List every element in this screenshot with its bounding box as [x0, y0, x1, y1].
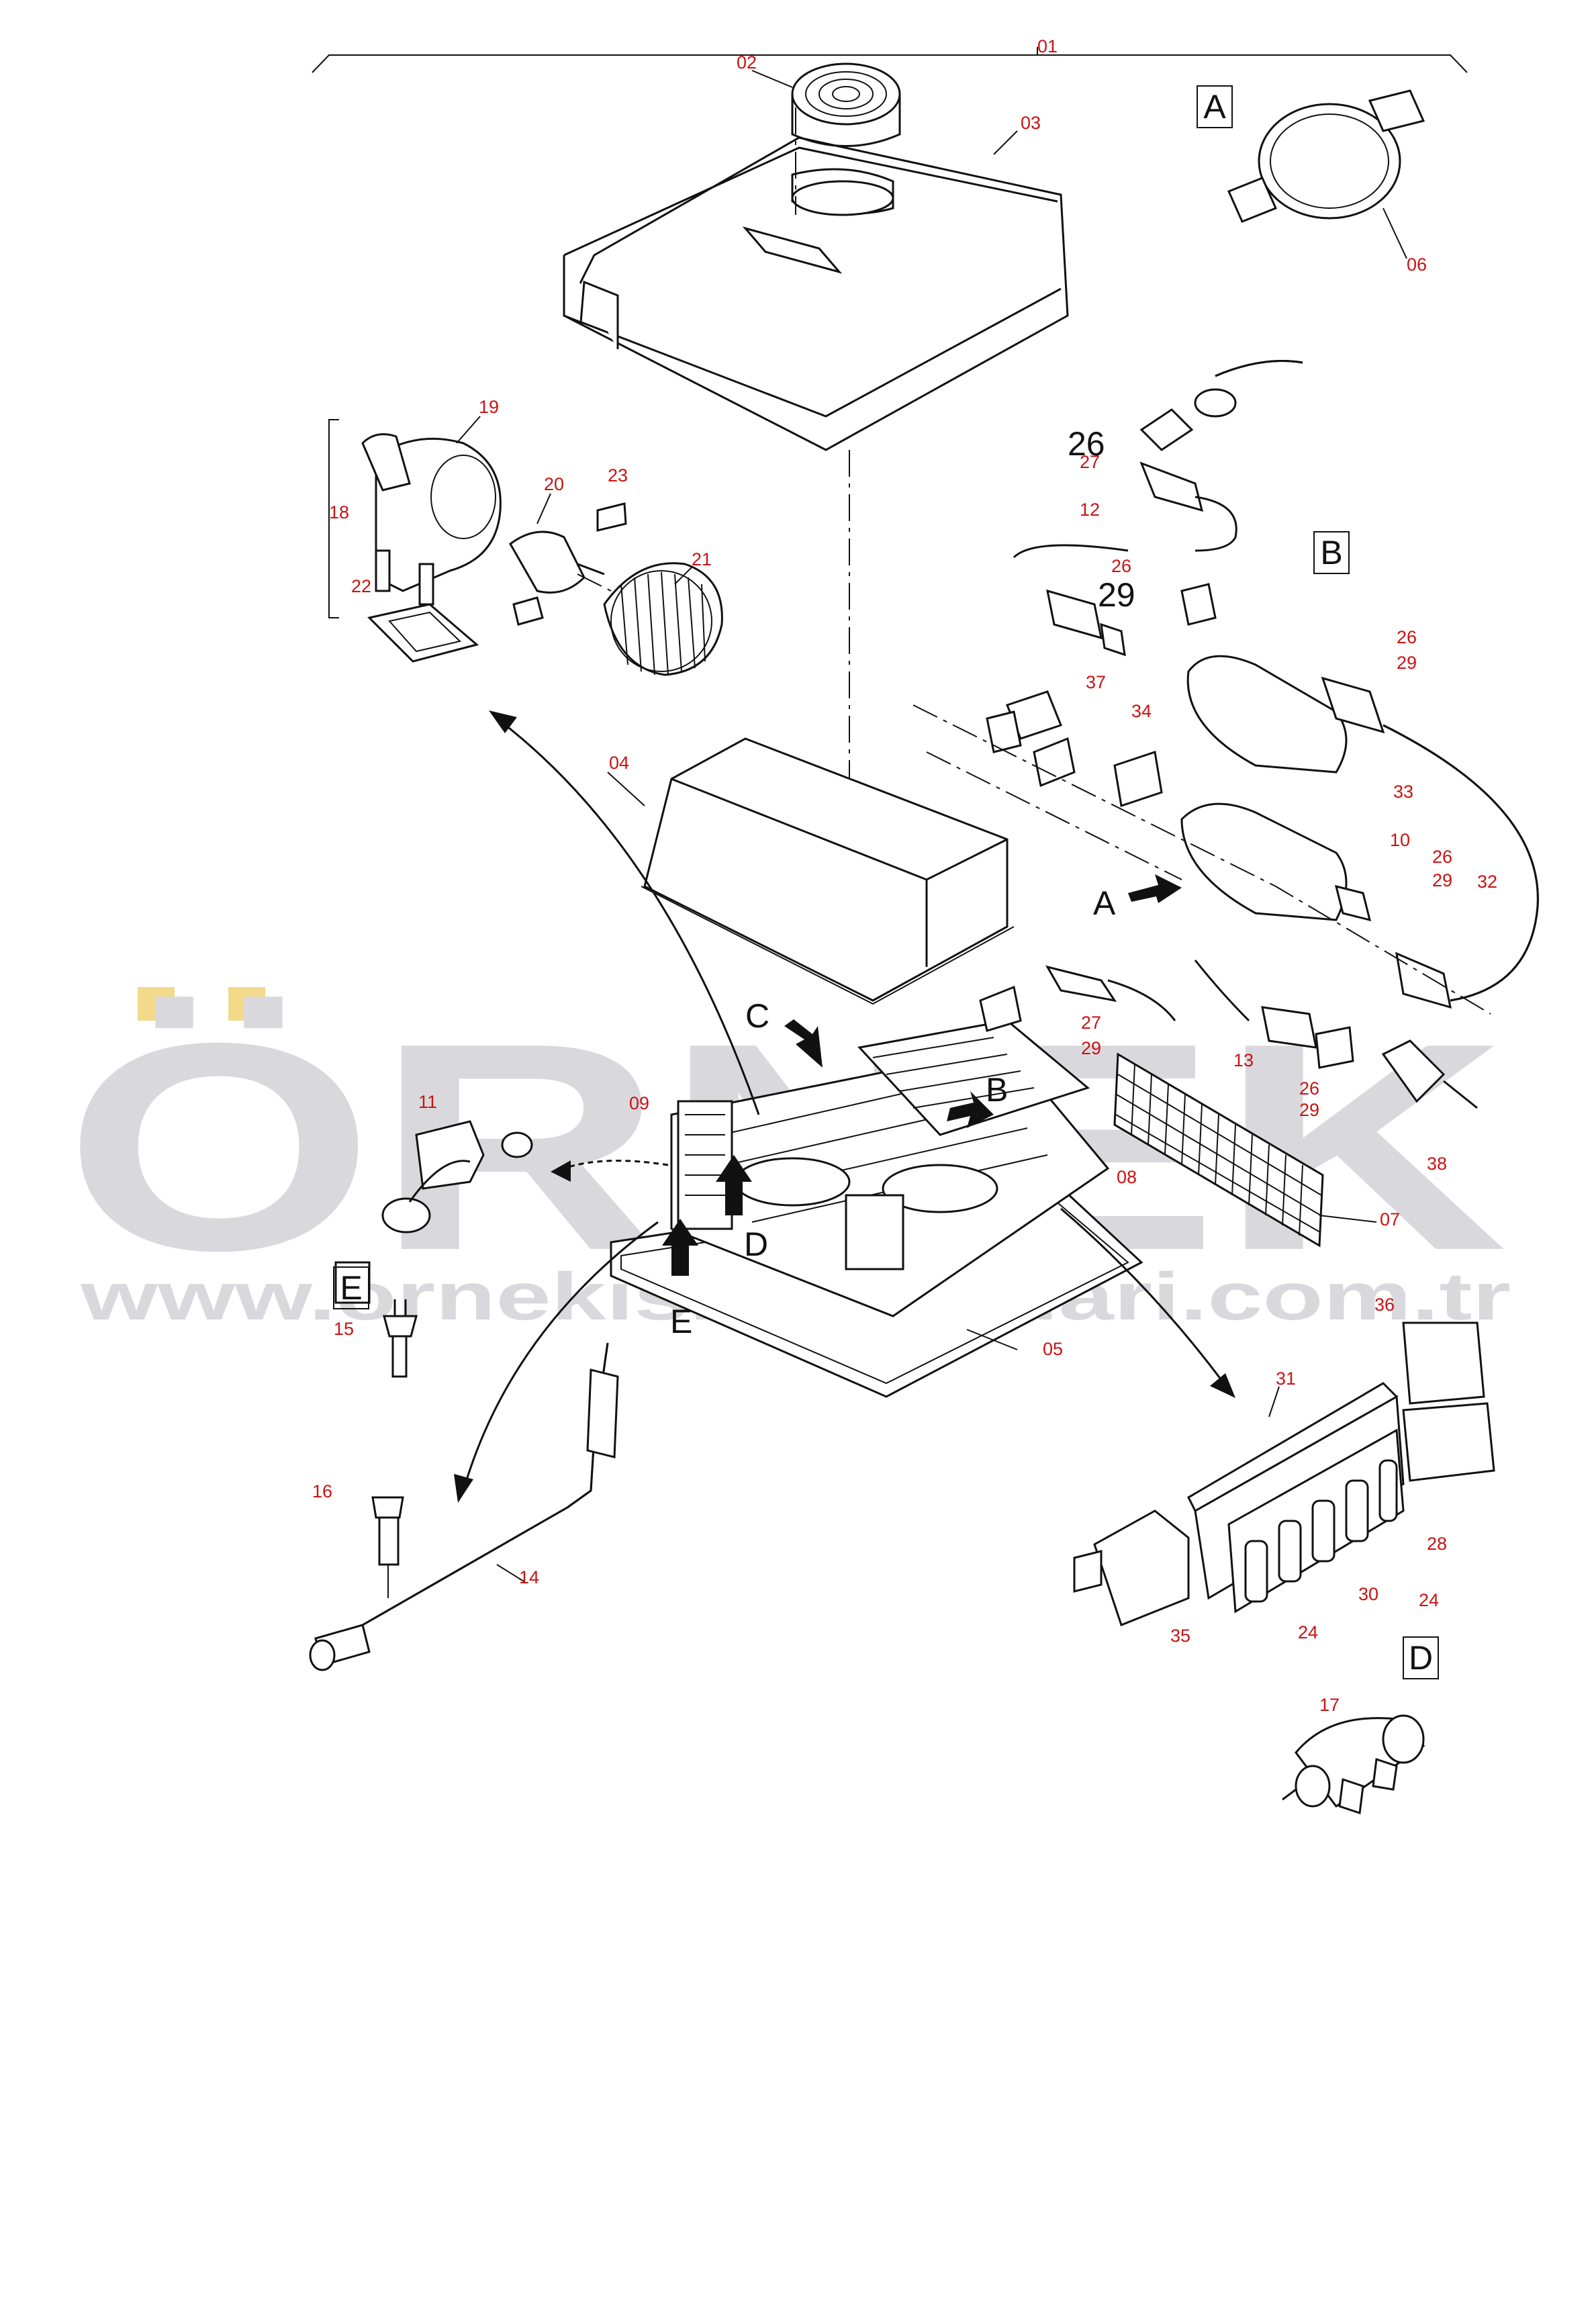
label-33: 33 — [1393, 782, 1413, 802]
svg-text:D: D — [1409, 1639, 1433, 1677]
label-12: 12 — [1080, 500, 1100, 520]
detail-e-switch — [334, 1261, 418, 1378]
relay-panel — [1073, 1321, 1495, 1626]
label-36: 36 — [1374, 1295, 1395, 1315]
svg-text:A: A — [1203, 88, 1226, 126]
label-15: 15 — [334, 1319, 354, 1339]
arrow-a — [1128, 874, 1182, 903]
label-01: 01 — [1037, 36, 1058, 56]
assembly-pointers — [454, 710, 1235, 1503]
label-26c: 26 — [1432, 847, 1452, 867]
label-16: 16 — [312, 1481, 332, 1501]
label-03: 03 — [1021, 113, 1041, 133]
label-26b: 26 — [1397, 627, 1417, 647]
arrow-c — [784, 1019, 823, 1068]
expansion-valve — [381, 1120, 533, 1234]
filter-housing — [641, 737, 1015, 1005]
arrow-letter-b: B — [986, 1071, 1008, 1109]
view-tag-a: A — [1197, 85, 1233, 128]
label-05: 05 — [1043, 1339, 1063, 1359]
label-09: 09 — [629, 1093, 649, 1113]
fan-grille — [791, 62, 901, 215]
label-06: 06 — [1407, 254, 1427, 275]
label-37: 37 — [1086, 672, 1106, 692]
label-22: 22 — [351, 576, 371, 596]
label-26a: 26 — [1111, 556, 1131, 576]
label-24b: 24 — [1298, 1622, 1318, 1642]
assembly-bracket — [312, 47, 1468, 73]
label-28: 28 — [1427, 1534, 1447, 1554]
label-04: 04 — [609, 753, 629, 773]
label-29c: 29 — [1081, 1038, 1101, 1058]
label-02: 02 — [737, 52, 757, 73]
view-tag-b: B — [1313, 531, 1350, 574]
label-10: 10 — [1390, 830, 1410, 850]
view-tag-e: E — [333, 1266, 369, 1309]
label-23: 23 — [608, 465, 628, 485]
label-21: 21 — [692, 549, 712, 569]
arrow-letter-a: A — [1093, 884, 1116, 922]
leader-lines — [456, 70, 1407, 1582]
label-19: 19 — [479, 397, 499, 417]
label-29d: 29 — [1299, 1100, 1319, 1120]
resistor — [1282, 1714, 1425, 1815]
view-tag-d: D — [1403, 1636, 1439, 1679]
label-11: 11 — [418, 1092, 437, 1112]
arrow-b — [947, 1091, 994, 1128]
hose-label-29: 29 — [1098, 576, 1135, 614]
main-unit-base — [610, 1019, 1143, 1398]
label-20: 20 — [544, 474, 564, 494]
arrow-d — [716, 1155, 752, 1215]
label-18: 18 — [329, 502, 349, 522]
blower-wheel — [577, 562, 723, 676]
label-31: 31 — [1276, 1368, 1296, 1389]
hose-assembly — [912, 360, 1539, 1109]
label-26d: 26 — [1299, 1078, 1319, 1099]
label-29b: 29 — [1432, 870, 1452, 890]
label-27b: 27 — [1081, 1013, 1101, 1033]
label-07: 07 — [1380, 1209, 1400, 1229]
hose-pipe — [309, 1342, 619, 1671]
pipe-clamp — [1227, 89, 1425, 223]
svg-text:B: B — [1320, 534, 1342, 571]
condenser-grid — [1113, 1052, 1324, 1248]
label-30: 30 — [1358, 1584, 1378, 1604]
label-08: 08 — [1117, 1167, 1137, 1187]
arrow-letter-e: E — [670, 1303, 692, 1340]
svg-text:E: E — [340, 1269, 362, 1307]
label-13: 13 — [1233, 1050, 1254, 1070]
label-34: 34 — [1131, 701, 1152, 721]
label-27a: 27 — [1080, 452, 1100, 472]
arrow-letter-c: C — [745, 997, 769, 1035]
arrow-e — [662, 1219, 698, 1276]
arrow-letter-d: D — [744, 1225, 768, 1263]
label-38: 38 — [1427, 1154, 1447, 1174]
top-cover — [562, 136, 1069, 451]
label-35: 35 — [1170, 1626, 1190, 1646]
part-numbers: 01 02 03 06 19 27 23 20 18 12 21 26 22 2… — [312, 36, 1497, 1715]
label-24a: 24 — [1419, 1590, 1439, 1610]
label-29a: 29 — [1397, 653, 1417, 673]
hose-label-26: 26 — [1068, 425, 1105, 463]
label-14: 14 — [519, 1567, 539, 1587]
blower-assembly — [328, 419, 723, 676]
label-17: 17 — [1319, 1695, 1340, 1715]
label-32: 32 — [1477, 872, 1497, 892]
